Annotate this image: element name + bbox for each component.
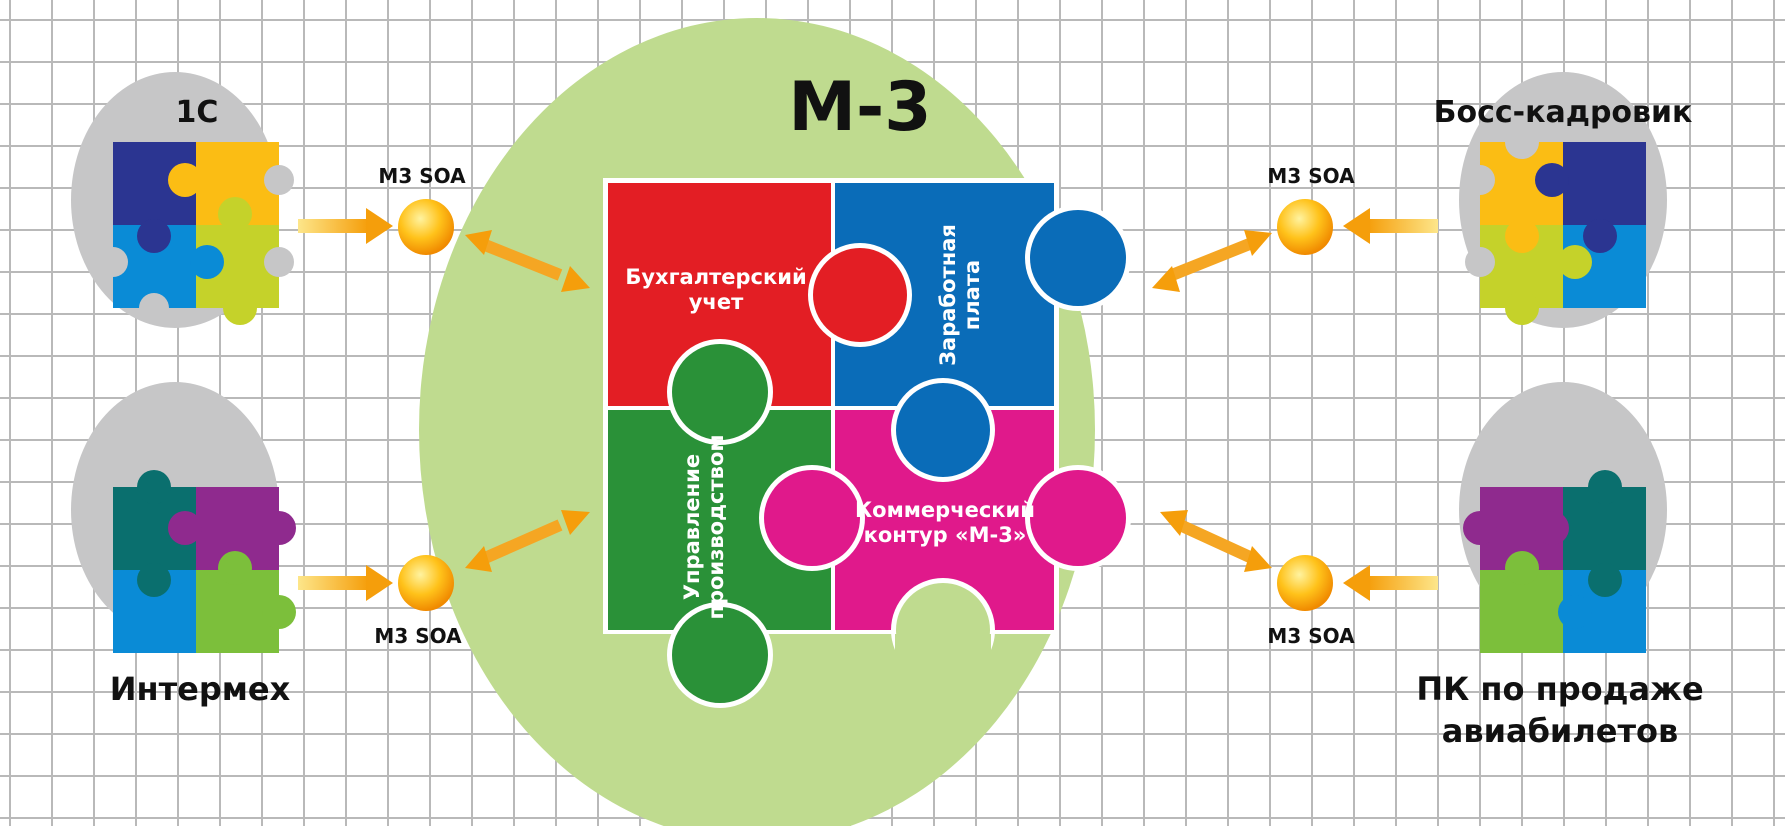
system-avia-label-2: авиабилетов	[1442, 712, 1679, 750]
soa-node-top-left	[398, 199, 454, 255]
system-boss-label: Босс-кадровик	[1434, 95, 1693, 130]
arrow-soa-center-bottom-right	[1160, 510, 1272, 572]
piece-salary-label-2: плата	[960, 260, 984, 330]
puzzle-intermeh-icon	[113, 470, 296, 653]
piece-production-label-2: производством	[704, 434, 728, 619]
soa-node-bottom-right	[1277, 555, 1333, 611]
soa-node-top-right	[1277, 199, 1333, 255]
arrow-1c-to-soa	[298, 208, 393, 244]
arrow-intermeh-to-soa	[298, 565, 393, 601]
arrow-soa-center-top-left	[465, 230, 590, 292]
puzzle-1c-icon	[98, 142, 294, 325]
soa-node-bottom-left	[398, 555, 454, 611]
soa-label-bottom-right: М3 SOA	[1267, 624, 1355, 648]
piece-production-label: Управление	[680, 454, 704, 600]
piece-accounting-label-2: учет	[689, 290, 744, 314]
piece-accounting-label: Бухгалтерский	[625, 265, 806, 289]
soa-label-top-right: М3 SOA	[1267, 164, 1355, 188]
soa-label-top-left: М3 SOA	[378, 164, 466, 188]
piece-commerce-label: Коммерческий	[855, 498, 1035, 522]
puzzle-boss-icon	[1465, 125, 1646, 325]
arrow-soa-center-top-right	[1152, 230, 1272, 292]
system-avia-label: ПК по продаже	[1416, 670, 1703, 708]
system-intermeh-label: Интермех	[110, 670, 291, 708]
piece-salary-label: Заработная	[936, 224, 960, 366]
system-1c-label: 1С	[176, 95, 219, 130]
soa-label-bottom-left: М3 SOA	[374, 624, 462, 648]
m3-title: М-3	[788, 68, 931, 147]
m3-puzzle: Бухгалтерский учет Заработная плата Упра…	[603, 178, 1131, 708]
piece-commerce-label-2: контур «М-3»	[864, 523, 1027, 547]
puzzle-avia-icon	[1463, 470, 1646, 653]
arrow-avia-to-soa	[1343, 565, 1438, 601]
arrow-soa-center-bottom-left	[465, 510, 590, 572]
arrow-boss-to-soa	[1343, 208, 1438, 244]
